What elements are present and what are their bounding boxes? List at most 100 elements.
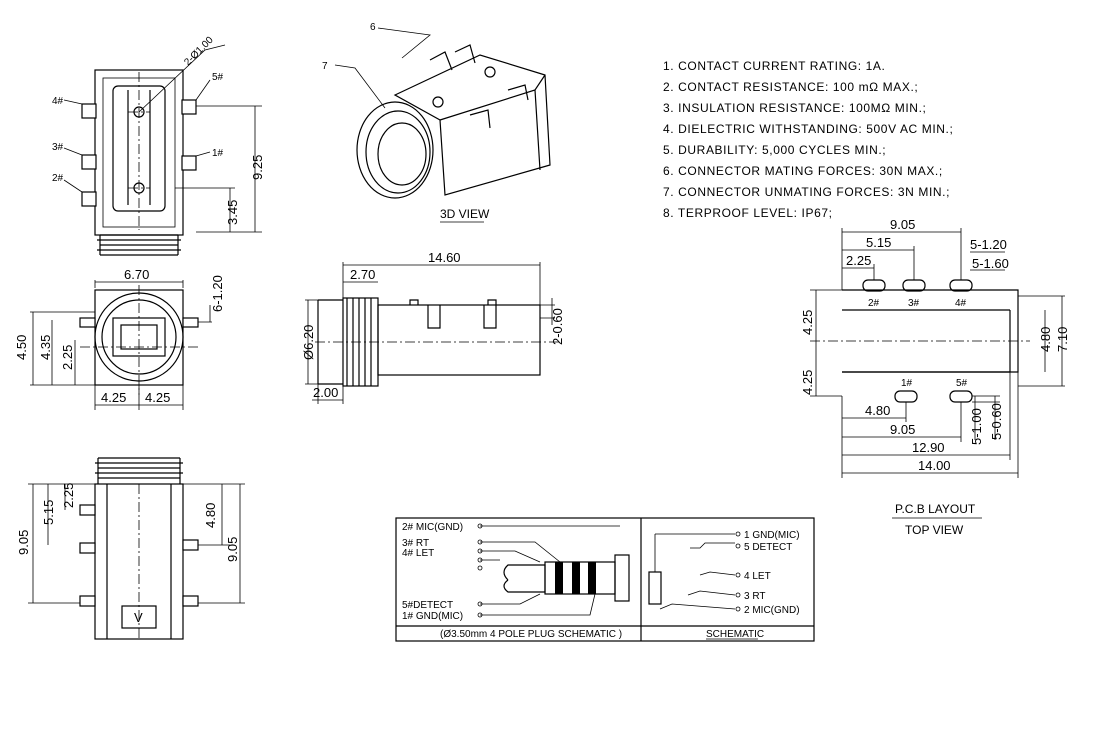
pcb-dim-7.10: 7.10 [1055,327,1070,352]
end-dim-lines-left [30,311,95,386]
jack-node-5 [735,543,741,549]
plug-label-5: 1# GND(MIC) [402,611,463,622]
plug-node-4 [477,557,483,563]
jack-contacts [654,533,736,610]
callout-7: 7 [322,61,328,72]
schematic-panel: 2# MIC(GND) 3# RT 4# LET 5#DETECT 1# GND… [395,517,815,642]
plug-handle [614,554,630,602]
front-pin-4 [81,103,97,119]
jack-node-1 [735,531,741,537]
pcb-dim-4.80: 4.80 [1038,327,1053,352]
pcb-dim-pad-l: 5-1.60 [972,256,1009,271]
schematic-frame [395,517,815,642]
plug-drawing [477,523,630,618]
pcb-dim-b-9.05: 9.05 [890,422,915,437]
pin1-label: 1# [212,148,224,159]
pin3-label: 3# [52,142,64,153]
pin4-leader [63,99,83,105]
side-dim-diameter: Ø6.20 [301,325,316,360]
bottom-inner-lines [106,484,172,639]
plug-ring-2 [572,562,580,594]
end-dim-height-b: 4.35 [38,335,53,360]
iso-pins [429,44,529,129]
side-pins [427,305,497,329]
pcb-dim-lines-left [810,289,842,397]
spec-5: 5. DURABILITY: 5,000 CYCLES MIN.; [663,143,886,157]
bottom-pin-1 [79,504,96,516]
end-dim-lines-bottom [94,385,184,410]
bottom-dim-e: 9.05 [225,537,240,562]
side-body [377,304,541,376]
callout-7-leader [334,64,386,109]
plug-leaders [480,525,620,616]
spec-2: 2. CONTACT RESISTANCE: 100 mΩ MAX.; [663,80,918,94]
pin5-label: 5# [212,72,224,83]
end-dim-height-a: 4.50 [14,335,29,360]
jack-node-3 [735,592,741,598]
jack-node-4 [735,572,741,578]
spec-7: 7. CONNECTOR UNMATING FORCES: 3N MIN.; [663,185,950,199]
callout-6: 6 [370,22,376,33]
hole-callout-label: 2-Ø1.00 [182,34,216,68]
plug-label-2: 3# RT [402,538,429,549]
schematic-dividers [396,518,814,641]
front-centerlines [128,72,150,230]
pcb-pin-4: 4# [955,298,967,309]
jack-drawing [648,531,741,612]
front-pin-5 [181,99,197,115]
iso-edges [439,74,546,171]
bottom-dim-b: 5.15 [41,500,56,525]
pin2-leader [63,179,83,193]
bottom-dim-d: 4.80 [203,503,218,528]
plug-node-5 [477,565,483,571]
pcb-dim-slot-w: 5-1.00 [969,408,984,445]
pin5-leader [195,79,211,101]
pcb-dim-lines-top [841,228,1005,290]
spec-list: 1. CONTACT CURRENT RATING: 1A. 2. CONTAC… [663,59,953,220]
pcb-pad-2 [862,279,886,292]
pcb-dim-9.05: 9.05 [890,217,915,232]
side-pin-tops [409,299,497,305]
jack-body [648,571,662,605]
end-view: 6.70 6-1.20 4.50 4.35 2.25 4.25 4.25 [14,267,225,410]
pcb-pad-4 [949,279,973,292]
iso-ring-outer [356,101,434,199]
plug-ring-1 [555,562,563,594]
jack-node-2 [735,606,741,612]
side-view: 14.60 2.70 Ø6.20 2-0.60 2.00 [301,250,565,404]
front-pin-2 [81,191,97,207]
end-dim-offset-left: 4.25 [101,390,126,405]
front-slot-lines [127,90,151,205]
iso-view: 6 7 3D VIEW [322,22,551,223]
plug-node-6 [477,601,483,607]
plug-node-7 [477,612,483,618]
pcb-pin-3: 3# [908,298,920,309]
pcb-dim-slot-lines [972,395,1000,440]
jack-label-2: 5 DETECT [744,542,792,553]
spec-3: 3. INSULATION RESISTANCE: 100MΩ MIN.; [663,101,926,115]
iso-body [393,54,551,196]
jack-label-1: 1 GND(MIC) [744,530,800,541]
bottom-pin-5 [182,595,199,607]
pcb-dim-b-4.80: 4.80 [865,403,890,418]
pcb-pad-5 [949,390,973,403]
bottom-pin-4 [182,539,199,551]
front-dim-height: 9.25 [250,155,265,180]
pcb-dim-lines-right [1018,295,1065,387]
end-dim-lines-top [94,280,212,323]
front-pin-3 [81,154,97,170]
pcb-dim-lines-bottom [841,372,1019,478]
pcb-pad-3 [902,279,926,292]
bottom-pin-3 [79,595,96,607]
pcb-caption-1: P.C.B LAYOUT [895,502,976,516]
pin1-leader [195,151,211,157]
jack-label-5: 2 MIC(GND) [744,605,800,616]
front-dim-hole: 3.45 [225,200,240,225]
pin2-label: 2# [52,173,64,184]
bottom-dim-lines-left [28,483,95,604]
pcb-pin-5: 5# [956,378,968,389]
pcb-dim-left-bottom: 4.25 [800,370,815,395]
plug-node-3 [477,548,483,554]
side-dim-pin-line [540,298,555,325]
